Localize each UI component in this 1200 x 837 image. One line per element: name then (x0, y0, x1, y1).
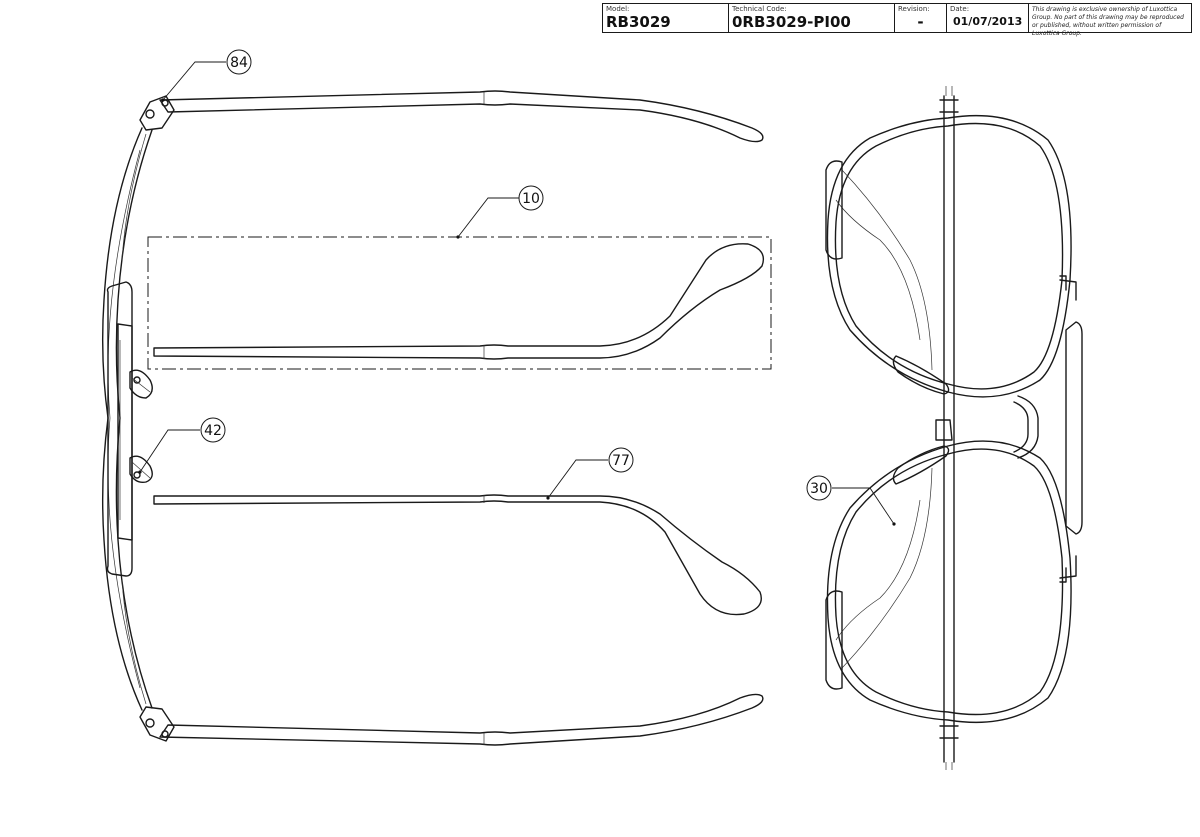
callout-10-label: 10 (522, 191, 540, 207)
revision-value: - (917, 13, 924, 31)
callout-42: 42 (138, 417, 226, 474)
upper-hinge (139, 95, 175, 131)
date-value: 01/07/2013 (953, 15, 1023, 28)
callout-84: 84 (161, 49, 252, 102)
date-cell: Date: 01/07/2013 (947, 4, 1029, 32)
model-cell: Model: RB3029 (603, 4, 729, 32)
temple-detail-10: 10 (147, 185, 772, 370)
temple-detail-shape (153, 243, 765, 360)
revision-label: Revision: (898, 5, 930, 13)
temple-77-shape (153, 494, 762, 616)
title-block: Model: RB3029 Technical Code: 0RB3029-PI… (602, 3, 1192, 37)
lower-lens-rim (826, 440, 1072, 724)
side-brow-bar (1065, 321, 1083, 535)
technical-code-cell: Technical Code: 0RB3029-PI00 (729, 4, 895, 32)
lower-hinge (139, 706, 175, 742)
model-label: Model: (606, 5, 630, 13)
front-nose-pad-lower (892, 445, 950, 485)
front-nose-pad-upper (892, 355, 950, 395)
ownership-note-cell: This drawing is exclusive ownership of L… (1029, 4, 1191, 37)
front-rim-inner (115, 129, 153, 709)
front-view: 30 (806, 86, 1083, 770)
upper-lens-rim (826, 114, 1072, 398)
technical-code-label: Technical Code: (732, 5, 787, 13)
callout-42-label: 42 (204, 423, 222, 439)
revision-cell: Revision: - (895, 4, 947, 32)
temple-77: 77 (153, 447, 762, 616)
lower-temple (159, 693, 764, 746)
folded-temple (943, 95, 955, 763)
lower-nose-pad (129, 455, 153, 484)
upper-nose-pad (129, 369, 153, 399)
callout-77-label: 77 (612, 453, 630, 469)
callout-30-label: 30 (810, 481, 828, 497)
technical-code-value: 0RB3029-PI00 (732, 13, 851, 31)
callout-84-label: 84 (230, 55, 248, 71)
date-label: Date: (950, 5, 970, 13)
upper-temple (159, 90, 764, 143)
model-value: RB3029 (606, 13, 671, 31)
top-view: 84 42 (101, 49, 764, 746)
brow-bar (106, 281, 133, 577)
ownership-note: This drawing is exclusive ownership of L… (1032, 6, 1184, 37)
bridge (1017, 395, 1039, 459)
